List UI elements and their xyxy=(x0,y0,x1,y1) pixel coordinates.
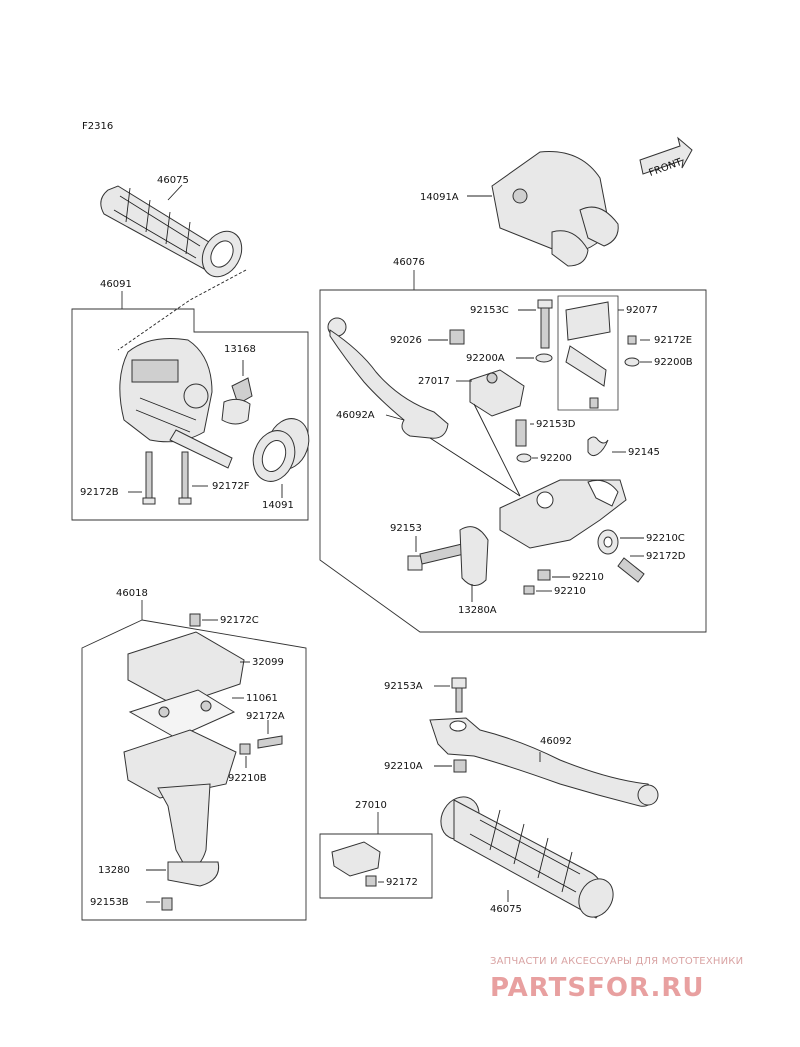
label-92172A: 92172A xyxy=(246,711,285,722)
switch-housing-left xyxy=(119,338,233,469)
clamp-13280A xyxy=(459,526,489,586)
label-92172D: 92172D xyxy=(646,551,686,562)
figure-code: F2316 xyxy=(82,121,113,132)
label-46018: 46018 xyxy=(116,588,148,599)
label-46092: 46092 xyxy=(540,736,572,747)
label-92200A: 92200A xyxy=(466,353,505,364)
switch-27010 xyxy=(331,841,381,877)
screw-92172B xyxy=(142,451,156,505)
screw-92172A xyxy=(257,735,283,749)
diaphragm-11061 xyxy=(128,689,236,739)
washer-92200 xyxy=(516,453,532,463)
nut-92210-a xyxy=(537,569,551,581)
label-92172: 92172 xyxy=(386,877,418,888)
watermark-tagline: ЗАПЧАСТИ И АКСЕССУАРЫ ДЛЯ МОТОТЕХНИКИ xyxy=(490,956,743,967)
screw-92172F xyxy=(178,451,192,505)
lever-holder xyxy=(499,479,627,549)
screw-92172C xyxy=(189,613,201,627)
watermark-brand: PARTSFOR.RU xyxy=(490,973,704,1003)
label-92200B: 92200B xyxy=(654,357,693,368)
label-13280A: 13280A xyxy=(458,605,497,616)
label-14091A: 14091A xyxy=(420,192,459,203)
spring-92145 xyxy=(587,436,609,457)
label-46092A: 46092A xyxy=(336,410,375,421)
label-92153D: 92153D xyxy=(536,419,576,430)
nut-92210-b xyxy=(523,585,535,595)
label-27017: 27017 xyxy=(418,376,450,387)
screw-92172D xyxy=(617,557,645,583)
washer-92200B xyxy=(624,357,640,367)
label-11061: 11061 xyxy=(246,693,278,704)
nut-92210A xyxy=(453,759,467,773)
label-92172C: 92172C xyxy=(220,615,259,626)
nut-92210B xyxy=(239,743,251,755)
label-92145: 92145 xyxy=(628,447,660,458)
label-46091: 46091 xyxy=(100,279,132,290)
throttle-pipe-14091 xyxy=(252,418,310,482)
switch-27017 xyxy=(469,369,525,417)
screw-92172 xyxy=(365,875,377,887)
bracket-92077 xyxy=(557,295,619,411)
cap-32099 xyxy=(127,631,245,707)
label-92153C: 92153C xyxy=(470,305,509,316)
grip-bottom-right xyxy=(440,796,614,919)
lever-cover-14091A xyxy=(491,151,619,267)
label-27010: 27010 xyxy=(355,800,387,811)
master-cylinder-body xyxy=(123,729,237,887)
label-14091: 14091 xyxy=(262,500,294,511)
label-92172B: 92172B xyxy=(80,487,119,498)
lever-46092A xyxy=(327,317,449,439)
collar-92026 xyxy=(449,329,465,345)
grip-top-left xyxy=(100,185,243,278)
label-92210C: 92210C xyxy=(646,533,685,544)
label-13280: 13280 xyxy=(98,865,130,876)
label-13168: 13168 xyxy=(224,344,256,355)
bolt-92153A xyxy=(451,677,467,713)
label-46075-top: 46075 xyxy=(157,175,189,186)
washer-92200A xyxy=(535,353,553,363)
lever-46092 xyxy=(429,717,659,807)
label-92210-a: 92210 xyxy=(572,572,604,583)
bolt-92153 xyxy=(407,543,465,571)
label-92026: 92026 xyxy=(390,335,422,346)
label-92210-b: 92210 xyxy=(554,586,586,597)
label-92200: 92200 xyxy=(540,453,572,464)
clamp-13168 xyxy=(221,377,253,425)
bolt-92153C xyxy=(537,299,553,349)
label-92153: 92153 xyxy=(390,523,422,534)
screw-92172E xyxy=(627,335,637,345)
label-46075-bottom: 46075 xyxy=(490,904,522,915)
washer-92210C xyxy=(597,529,619,555)
label-32099: 32099 xyxy=(252,657,284,668)
label-46076: 46076 xyxy=(393,257,425,268)
label-92172E: 92172E xyxy=(654,335,692,346)
front-arrow-icon: FRONT xyxy=(639,136,693,179)
label-92153A: 92153A xyxy=(384,681,423,692)
label-92210B: 92210B xyxy=(228,773,267,784)
bolt-92153D xyxy=(515,419,527,447)
label-92210A: 92210A xyxy=(384,761,423,772)
label-92172F: 92172F xyxy=(212,481,250,492)
label-92077: 92077 xyxy=(626,305,658,316)
label-92153B: 92153B xyxy=(90,897,129,908)
bolt-92153B xyxy=(161,897,173,911)
